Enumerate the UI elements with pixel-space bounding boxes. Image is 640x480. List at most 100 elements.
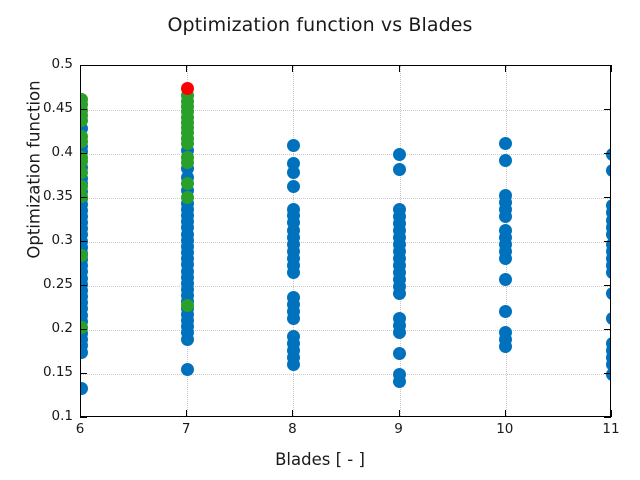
gridline-horizontal (81, 110, 610, 111)
data-point-pareto-front (81, 135, 88, 149)
y-axis-tick (80, 285, 87, 286)
y-tick-label: 0.3 (51, 232, 73, 248)
x-axis-tick (80, 410, 81, 417)
y-axis-tick (604, 109, 611, 110)
data-point-population (286, 312, 300, 326)
x-axis-tick (80, 65, 81, 72)
data-point-population (499, 252, 513, 266)
data-point-population (393, 163, 407, 177)
y-tick-label: 0.4 (51, 144, 73, 160)
gridline-horizontal (81, 286, 610, 287)
y-axis-tick (80, 153, 87, 154)
x-tick-label: 7 (181, 421, 191, 437)
x-axis-tick (186, 65, 188, 72)
data-point-population (286, 180, 300, 194)
data-point-pareto-front (180, 177, 194, 191)
data-point-population (605, 238, 610, 252)
data-point-population (393, 147, 407, 161)
y-tick-label: 0.35 (42, 188, 73, 204)
data-point-population (180, 333, 194, 347)
data-point-pareto-front (81, 165, 88, 179)
data-point-population (499, 153, 513, 167)
data-point-pareto-front (81, 320, 88, 334)
data-point-population (605, 213, 610, 227)
y-axis-tick (80, 65, 87, 66)
gridline-horizontal (81, 374, 610, 375)
data-point-optimum (180, 82, 194, 96)
x-axis-tick (292, 65, 294, 72)
data-point-population (286, 357, 300, 371)
x-axis-tick (504, 410, 506, 417)
y-tick-label: 0.5 (51, 56, 73, 72)
y-axis-tick (604, 197, 611, 198)
data-points-layer (81, 66, 610, 416)
y-axis-tick (604, 153, 611, 154)
x-tick-label: 6 (75, 421, 85, 437)
data-point-population (499, 136, 513, 150)
data-point-population (81, 121, 88, 135)
data-point-population (605, 259, 610, 273)
y-axis-tick (604, 241, 611, 242)
y-tick-label: 0.15 (42, 364, 73, 380)
data-point-population (605, 266, 610, 280)
data-point-population (605, 252, 610, 266)
y-axis-tick (80, 197, 87, 198)
data-point-pareto-front (81, 180, 88, 194)
y-axis-tick (80, 241, 87, 242)
data-point-population (605, 227, 610, 241)
gridline-horizontal (81, 154, 610, 155)
data-point-population (393, 326, 407, 340)
data-point-population (605, 357, 610, 371)
data-point-pareto-front (180, 156, 194, 170)
data-point-population (180, 363, 194, 377)
plot-area (80, 65, 611, 417)
x-tick-label: 10 (496, 421, 514, 437)
x-tick-label: 9 (394, 421, 403, 437)
x-tick-label: 8 (288, 421, 297, 437)
data-point-population (393, 375, 407, 389)
chart-title: Optimization function vs Blades (167, 14, 473, 36)
y-axis-tick (80, 109, 87, 110)
x-axis-tick (292, 410, 294, 417)
data-point-population (605, 164, 610, 178)
data-point-population (605, 147, 610, 161)
gridline-horizontal (81, 198, 610, 199)
x-axis-tick (398, 65, 400, 72)
data-point-population (605, 350, 610, 364)
y-axis-tick (80, 417, 87, 418)
data-point-population (286, 266, 300, 280)
data-point-population (605, 312, 610, 326)
data-point-population (499, 209, 513, 223)
y-axis-tick (604, 65, 611, 66)
data-point-pareto-front (81, 114, 88, 128)
data-point-population (605, 336, 610, 350)
data-point-pareto-front (81, 189, 88, 203)
data-point-population (605, 220, 610, 234)
data-point-population (286, 165, 300, 179)
y-tick-label: 0.2 (51, 320, 73, 336)
y-axis-tick (604, 285, 611, 286)
x-tick-label: 11 (602, 421, 620, 437)
gridline-horizontal (81, 242, 610, 243)
x-axis-tick (611, 65, 612, 72)
data-point-population (81, 382, 88, 396)
data-point-population (81, 345, 88, 359)
y-axis-tick (80, 329, 87, 330)
x-axis-label: Blades [ - ] (275, 450, 365, 469)
data-point-population (393, 287, 407, 301)
data-point-population (499, 340, 513, 354)
data-point-population (605, 206, 610, 220)
y-tick-label: 0.25 (42, 276, 73, 292)
data-point-population (605, 287, 610, 301)
data-point-pareto-front (81, 248, 88, 262)
x-axis-tick (611, 410, 612, 417)
x-axis-tick (398, 410, 400, 417)
data-point-pareto-front (180, 190, 194, 204)
data-point-pareto-front (180, 136, 194, 150)
data-point-pareto-front (81, 155, 88, 169)
data-point-population (499, 305, 513, 319)
y-axis-tick (604, 373, 611, 374)
y-axis-tick (80, 373, 87, 374)
y-axis-tick (604, 329, 611, 330)
